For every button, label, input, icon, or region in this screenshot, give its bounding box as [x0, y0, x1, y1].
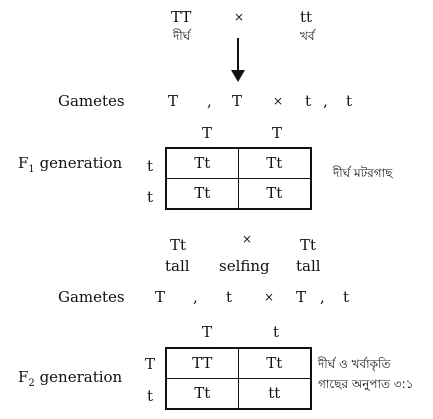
parent-right-trait: খর্ব: [300, 29, 315, 43]
gamete-2-3: T: [296, 288, 307, 306]
parent-cross-symbol: ×: [234, 10, 245, 24]
selfing-label: selfing: [219, 257, 270, 275]
gamete-1-cross: ×: [273, 94, 284, 108]
f1-note: দীর্ঘ মটরগাছ: [333, 166, 393, 180]
selfing-left-genotype: Tt: [170, 236, 187, 254]
selfing-right-genotype: Tt: [300, 236, 317, 254]
gamete-1-2: T: [232, 92, 243, 110]
parent-right-genotype: tt: [300, 8, 313, 26]
f1-col-header-1: T: [202, 124, 213, 142]
f1-cell: Tt: [238, 149, 310, 179]
gametes-label-1: Gametes: [58, 92, 125, 110]
gamete-2-1: T: [155, 288, 166, 306]
f2-cell: Tt: [167, 378, 239, 408]
selfing-cross-symbol: ×: [242, 232, 253, 246]
selfing-left-trait: tall: [165, 257, 190, 275]
f1-cell: Tt: [167, 178, 239, 208]
gamete-1-sep2: ,: [323, 92, 328, 110]
gamete-1-3: t: [305, 92, 312, 110]
f2-col-header-1: T: [202, 323, 213, 341]
f1-generation-label: F1 generation: [18, 154, 123, 175]
parent-left-trait: দীর্ঘ: [173, 29, 191, 43]
gamete-2-sep1: ,: [193, 288, 198, 306]
f2-col-header-2: t: [273, 323, 280, 341]
gamete-2-4: t: [343, 288, 350, 306]
gametes-label-2: Gametes: [58, 288, 125, 306]
f2-cell: Tt: [238, 349, 310, 379]
gamete-2-cross: ×: [264, 290, 275, 304]
f1-cell: Tt: [167, 149, 239, 179]
f2-generation-label: F2 generation: [18, 368, 123, 389]
gamete-1-4: t: [346, 92, 353, 110]
f1-col-header-2: T: [272, 124, 283, 142]
gamete-2-sep2: ,: [320, 288, 325, 306]
f2-row-header-2: t: [147, 387, 154, 405]
down-arrow-icon: [231, 70, 245, 82]
gamete-1-sep1: ,: [207, 92, 212, 110]
f1-cell: Tt: [266, 184, 283, 203]
f2-note-line-1: দীর্ঘ ও খর্বাকৃতি: [318, 357, 391, 371]
f1-punnett-square: Tt Tt Tt Tt: [165, 147, 312, 210]
f1-row-header-2: t: [147, 188, 154, 206]
f2-punnett-square: TT Tt Tt tt: [165, 347, 312, 410]
f2-cell: TT: [167, 349, 239, 379]
f2-note-line-2: গাছের অনুপাত ৩:১: [318, 377, 414, 391]
parent-left-genotype: TT: [171, 8, 192, 26]
down-arrow-shaft: [237, 38, 239, 72]
f1-row-header-1: t: [147, 157, 154, 175]
f2-cell: tt: [268, 384, 281, 403]
gamete-2-2: t: [226, 288, 233, 306]
gamete-1-1: T: [168, 92, 179, 110]
f2-row-header-1: T: [145, 355, 156, 373]
selfing-right-trait: tall: [296, 257, 321, 275]
